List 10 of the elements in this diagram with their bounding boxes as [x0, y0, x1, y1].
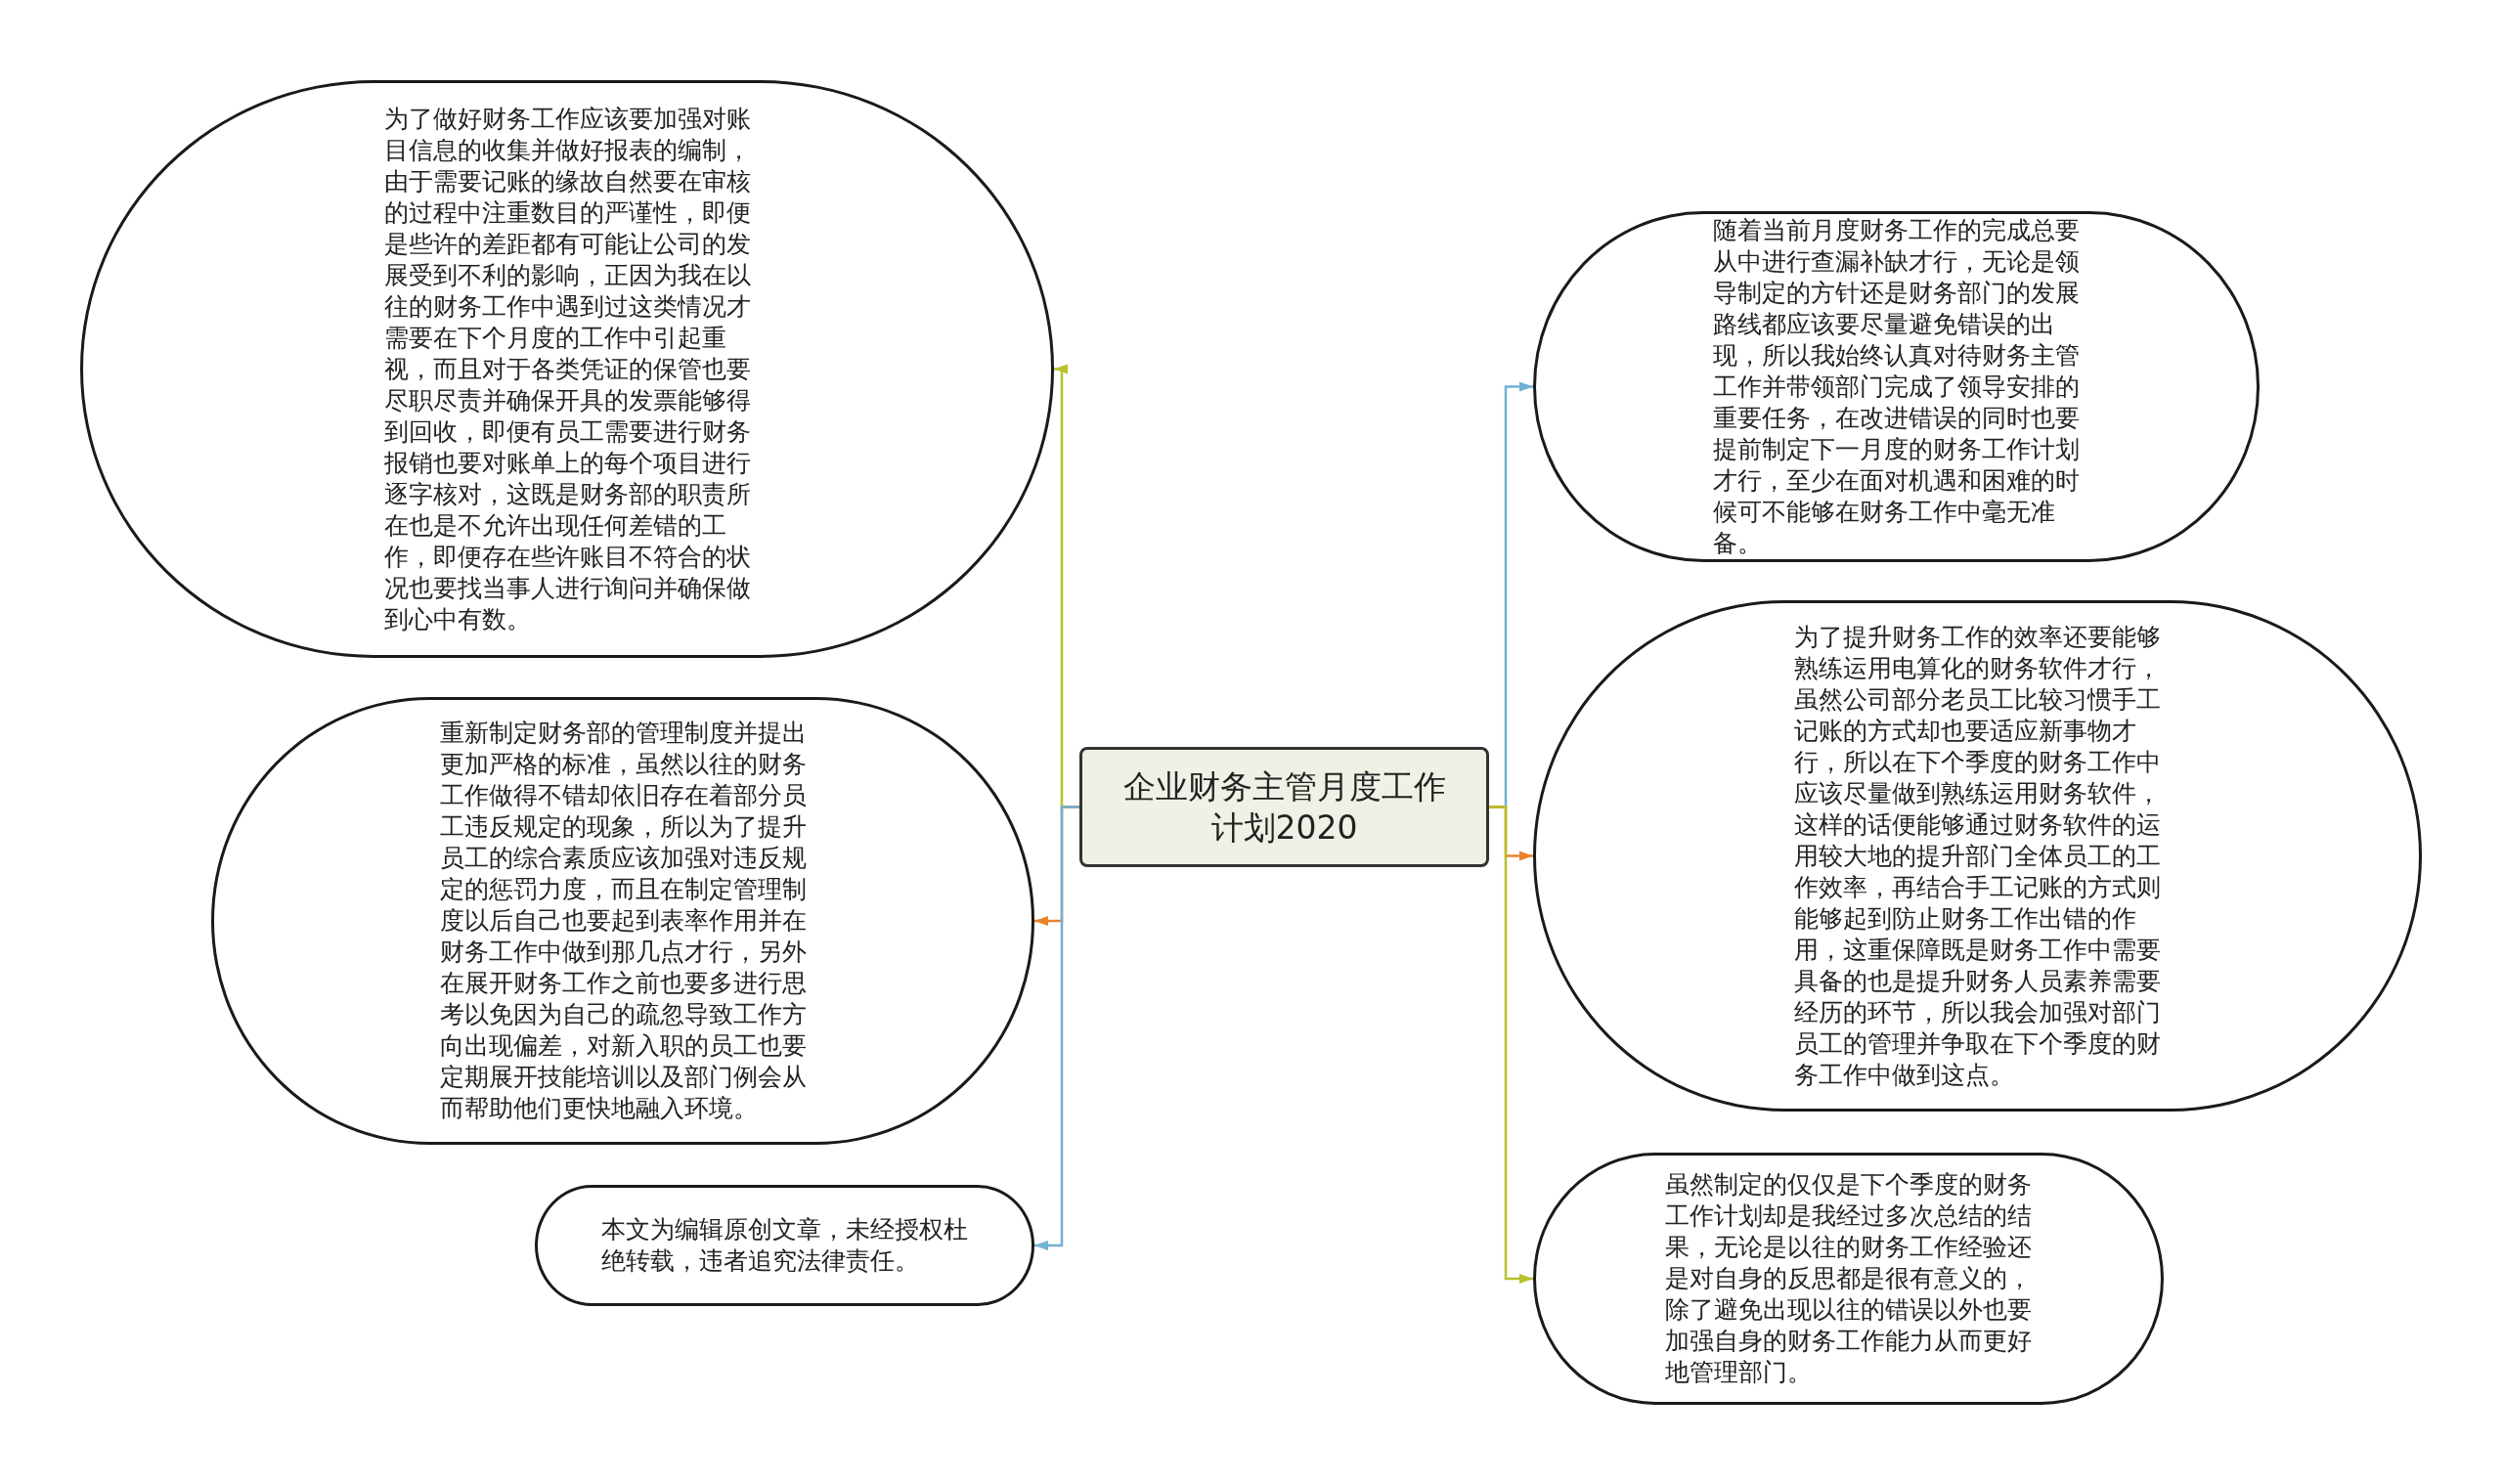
node-text: 为了做好财务工作应该要加强对账目信息的收集并做好报表的编制，由于需要记账的缘故自然要在审核的过程中注重数目的严谨性，即便是些许的差距都有可能让公司的发展受到不利的影响，正因为我在以往的财务工作中遇到过这类情况才需要在下个月度的工作中引起重视，而且对于各类凭证的保管也要尽职尽责并确保开具的发票能够得到回收，即便有员工需要进行财务报销也要对账单上的每个项目进行逐字核对，这既是财务部的职责所在也是不允许出现任何差错的工作，即便存在些许账目不符合的状况也要找当事人进行询问并确保做到心中有数。: [383, 103, 751, 635]
node-text: 为了提升财务工作的效率还要能够熟练运用电算化的财务软件才行，虽然公司部分老员工比较习惯手工记账的方式却也要适应新事物才行，所以在下个季度的财务工作中应该尽量做到熟练运用财务软件，这样的话便能够通过财务软件的运用较大地的提升部门全体员工的工作效率，再结合手工记账的方式则能够起到防止财务工作出错的作用，这重保障既是财务工作中需要具备的也是提升财务人员素养需要经历的环节，所以我会加强对部门员工的管理并争取在下个季度的财务工作中做到这点。: [1794, 621, 2161, 1091]
node-text: 虽然制定的仅仅是下个季度的财务工作计划却是我经过多次总结的结果，无论是以往的财务工作经验还是对自身的反思都是很有意义的，除了避免出现以往的错误以外也要加强自身的财务工作能力从而更好地管理部门。: [1665, 1169, 2032, 1388]
connector-arrow: [1489, 806, 1533, 1284]
connector-arrow: [1034, 806, 1079, 1250]
node-text: 随着当前月度财务工作的完成总要从中进行查漏补缺才行，无论是领导制定的方针还是财务部门的发展路线都应该要尽量避免错误的出现，所以我始终认真对待财务主管工作并带领部门完成了领导安排的重要任务，在改进错误的同时也要提前制定下一月度的财务工作计划才行，至少在面对机遇和困难的时候可不能够在财务工作中毫无准备。: [1713, 214, 2080, 559]
node-text: 重新制定财务部的管理制度并提出更加严格的标准，虽然以往的财务工作做得不错却依旧存在着部分员工违反规定的现象，所以为了提升员工的综合素质应该加强对违反规定的惩罚力度，而且在制定管理制度以后自己也要起到表率作用并在财务工作中做到那几点才行，另外在展开财务工作之前也要多进行思考以免因为自己的疏忽导致工作方向出现偏差，对新入职的员工也要定期展开技能培训以及部门例会从而帮助他们更快地融入环境。: [439, 718, 807, 1124]
node-text: 本文为编辑原创文章，未经授权杜绝转载，违者追究法律责任。: [601, 1214, 968, 1277]
topic-title: 企业财务主管月度工作计划2020: [1121, 765, 1447, 849]
topic-box: [1079, 747, 1489, 867]
